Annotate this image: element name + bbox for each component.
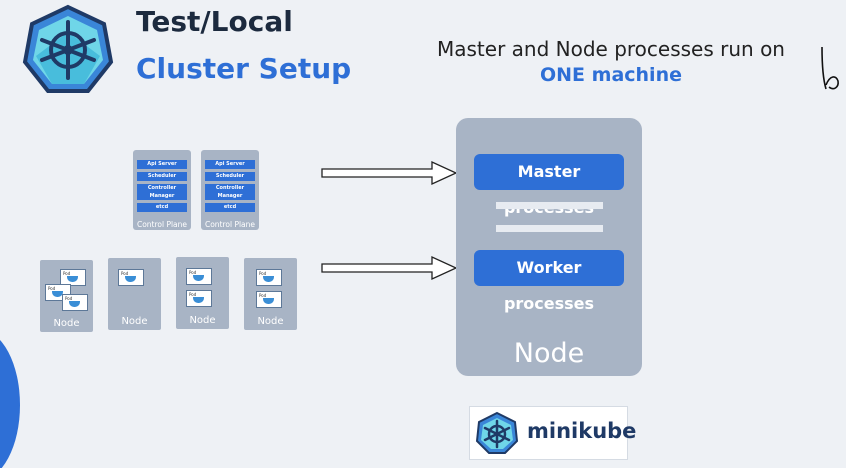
etcd-label: etcd — [137, 203, 187, 212]
pen-scribble — [821, 46, 839, 90]
docker-whale-icon — [125, 276, 136, 282]
pod-label: Pod — [65, 296, 73, 301]
arrow-right-icon — [321, 255, 458, 281]
worker-node-box: Pod Pod Pod Node — [40, 260, 93, 332]
worker-node-box: Pod Pod Node — [244, 258, 297, 330]
docker-whale-icon — [67, 276, 78, 282]
node-label: Node — [257, 316, 284, 327]
node-label: Node — [53, 318, 80, 329]
scheduler-label: Scheduler — [137, 172, 187, 181]
control-plane-box: Api Server Scheduler Controller Manager … — [201, 150, 259, 230]
worker-processes-box: Worker processes — [474, 250, 624, 313]
decorative-blob — [0, 330, 20, 468]
controller-manager-label: Controller Manager — [205, 184, 255, 200]
control-plane-label: Control Plane — [136, 220, 188, 229]
worker-node-box: Pod Node — [108, 258, 161, 330]
controller-manager-label: Controller Manager — [137, 184, 187, 200]
divider-bar — [496, 225, 603, 232]
title-line-2: Cluster Setup — [136, 52, 352, 85]
pod-box: Pod — [256, 291, 282, 308]
etcd-label: etcd — [205, 203, 255, 212]
kubernetes-logo-icon — [22, 4, 114, 93]
pod-label: Pod — [63, 271, 71, 276]
pod-label: Pod — [189, 292, 197, 297]
minikube-logo-icon — [475, 411, 519, 454]
node-label: Node — [513, 338, 585, 369]
pod-box: Pod — [60, 269, 86, 286]
control-plane-box: Api Server Scheduler Controller Manager … — [133, 150, 191, 230]
arrow-right-icon — [321, 160, 458, 186]
worker-node-box: Pod Pod Node — [176, 257, 229, 329]
api-server-label: Api Server — [205, 160, 255, 169]
docker-whale-icon — [69, 301, 80, 307]
pod-box: Pod — [186, 290, 212, 307]
pod-box: Pod — [62, 294, 88, 311]
node-label: Node — [189, 315, 216, 326]
pod-box: Pod — [256, 269, 282, 286]
single-machine-node: Master processes Worker processes Node — [456, 118, 642, 376]
control-plane-label: Control Plane — [204, 220, 256, 229]
master-processes-box: Master processes — [474, 154, 624, 217]
minikube-label: minikube — [527, 419, 637, 443]
pod-label: Pod — [121, 271, 129, 276]
pod-label: Pod — [259, 271, 267, 276]
pod-label: Pod — [48, 286, 56, 291]
pod-label: Pod — [189, 270, 197, 275]
node-label: Node — [121, 316, 148, 327]
divider-bar — [496, 202, 603, 209]
subtitle-line-1: Master and Node processes run on — [437, 37, 785, 61]
api-server-label: Api Server — [137, 160, 187, 169]
docker-whale-icon — [193, 297, 204, 303]
minikube-badge: minikube — [469, 406, 636, 460]
scheduler-label: Scheduler — [205, 172, 255, 181]
pod-box: Pod — [186, 268, 212, 285]
pod-label: Pod — [259, 293, 267, 298]
docker-whale-icon — [263, 276, 274, 282]
docker-whale-icon — [52, 291, 63, 297]
docker-whale-icon — [263, 298, 274, 304]
pod-box: Pod — [118, 269, 144, 286]
docker-whale-icon — [193, 275, 204, 281]
subtitle-line-2: ONE machine — [540, 64, 682, 86]
title-line-1: Test/Local — [136, 5, 293, 38]
